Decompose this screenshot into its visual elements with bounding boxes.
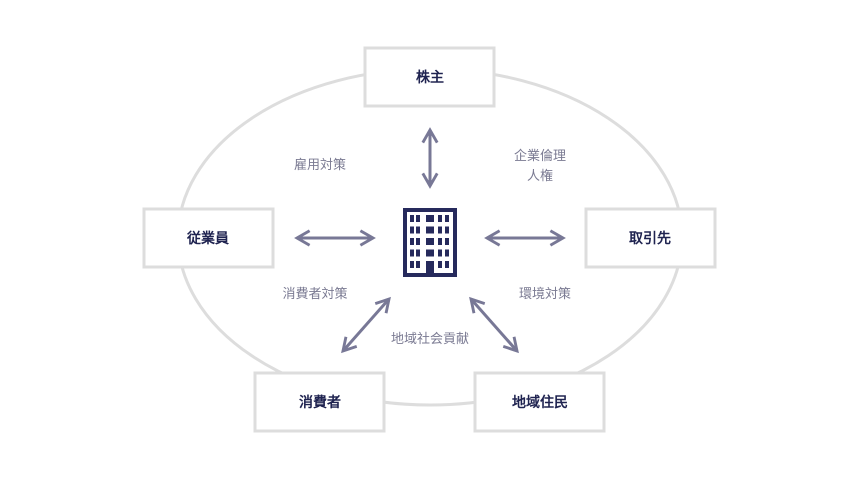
node-shareholders: 株主: [363, 46, 496, 108]
node-label: 地域住民: [512, 394, 568, 411]
node-residents: 地域住民: [473, 371, 606, 433]
node-label: 取引先: [629, 230, 671, 247]
label-ethics-2: 人権: [527, 168, 553, 184]
label-ethics-1: 企業倫理: [514, 148, 566, 164]
node-label: 消費者: [299, 394, 341, 411]
node-consumers: 消費者: [253, 371, 386, 433]
label-employment: 雇用対策: [294, 157, 346, 173]
arrow-consumers: [341, 296, 391, 354]
building-icon: [403, 208, 457, 277]
node-partners: 取引先: [584, 207, 717, 269]
label-consumer-policy: 消費者対策: [282, 286, 347, 302]
label-community: 地域社会貢献: [391, 331, 469, 347]
node-label: 従業員: [186, 230, 229, 247]
node-label: 株主: [416, 69, 444, 86]
arrow-residents: [469, 296, 519, 354]
node-employees: 従業員: [142, 207, 275, 269]
label-environment: 環境対策: [519, 286, 571, 302]
